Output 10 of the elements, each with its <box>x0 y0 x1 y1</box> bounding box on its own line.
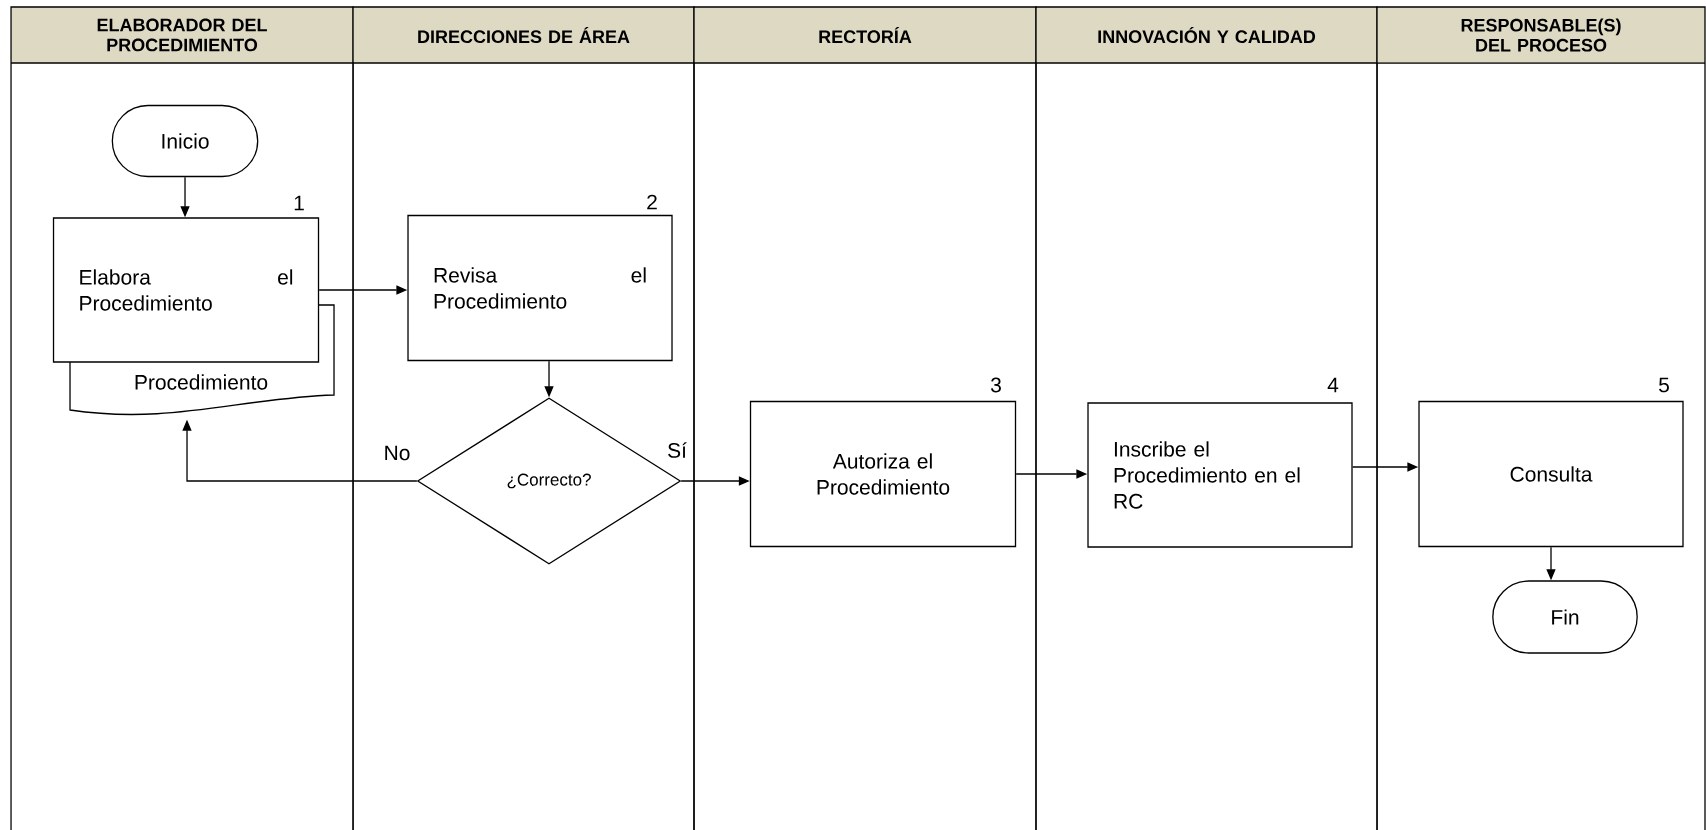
step-number: 5 <box>1659 377 1669 393</box>
step-number: 1 <box>294 195 304 211</box>
process-box: Inscribe el Procedimiento en el RC <box>1087 402 1353 548</box>
process-box: Consulta <box>1418 400 1684 548</box>
process-box: Elabora el Procedimiento <box>52 217 320 363</box>
step-number: 3 <box>990 377 1001 393</box>
process-box: Autoriza el Procedimiento <box>749 400 1017 548</box>
process-box: Revisa el Procedimiento <box>407 214 673 362</box>
step-number: 2 <box>647 194 657 210</box>
step-number: 4 <box>1327 377 1339 393</box>
